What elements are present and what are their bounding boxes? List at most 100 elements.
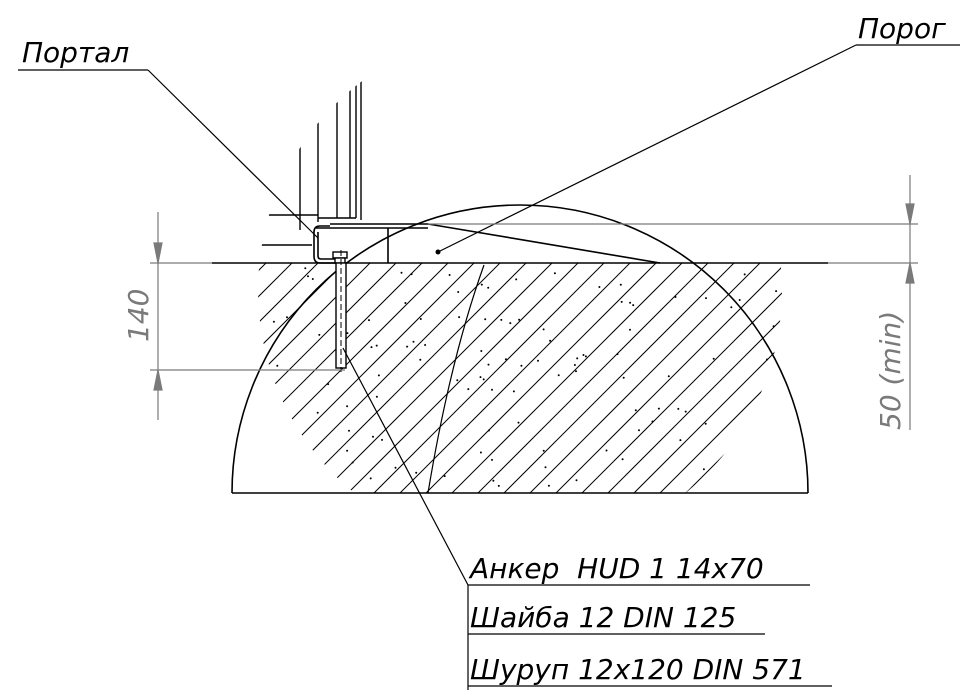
aggregate-dot (232, 348, 234, 350)
hatch-line (0, 263, 214, 503)
aggregate-dot (272, 320, 275, 323)
aggregate-dot (304, 267, 307, 270)
aggregate-dot (491, 458, 493, 461)
aggregate-dot (822, 389, 824, 391)
hatch-line (258, 263, 371, 493)
hatch-line (467, 263, 709, 493)
aggregate-dot (705, 297, 707, 300)
aggregate-dot (537, 359, 539, 362)
aggregate-dot (251, 272, 253, 274)
aggregate-dot (629, 328, 631, 331)
hatch-line (727, 263, 782, 493)
aggregate-dot (763, 425, 766, 428)
aggregate-dot (575, 479, 578, 482)
aggregate-dot (487, 363, 490, 366)
hatch-line (337, 263, 579, 493)
aggregate-dot (582, 354, 585, 356)
aggregate-dot (222, 353, 224, 355)
aggregate-dot (549, 339, 552, 342)
aggregate-dot (704, 422, 707, 425)
portal-profile (313, 225, 389, 264)
aggregate-dot (702, 468, 705, 471)
hatch-line (0, 263, 240, 503)
aggregate-dot (346, 405, 349, 408)
detail-boundary-arc (231, 204, 809, 494)
aggregate-dot (657, 407, 660, 410)
aggregate-dot (667, 375, 670, 378)
aggregate-dot (346, 449, 349, 452)
aggregate-dot (621, 458, 624, 461)
aggregate-dot (467, 388, 470, 391)
aggregate-dot (497, 484, 500, 487)
hatch-line (389, 263, 631, 493)
hatch-line (285, 263, 527, 493)
hatch-line (0, 263, 136, 503)
anchor-spec: Анкер HUD 1 14x70 (468, 552, 764, 585)
aggregate-dot (622, 376, 625, 379)
aggregate-dot (788, 403, 790, 405)
concrete-seam (427, 264, 485, 494)
aggregate-dot (377, 374, 380, 377)
aggregate-dot (584, 355, 587, 358)
hatch-line (675, 263, 782, 493)
aggregate-dot (351, 461, 354, 464)
aggregate-dot (638, 429, 640, 432)
aggregate-dot (738, 299, 741, 301)
aggregate-dot (674, 296, 677, 298)
aggregate-dot (779, 416, 782, 419)
aggregate-dot (252, 282, 254, 284)
aggregate-dot (297, 437, 300, 439)
aggregate-dot (308, 483, 310, 486)
aggregate-dot (346, 332, 349, 335)
hatch-line (571, 263, 782, 493)
aggregate-dot (542, 328, 545, 331)
hatch-line (493, 263, 735, 493)
hatch-line (623, 263, 782, 493)
aggregate-dot (811, 309, 813, 311)
aggregate-dot (204, 346, 206, 348)
aggregate-dot (573, 364, 576, 366)
aggregate-dot (375, 344, 378, 347)
aggregate-dot (419, 358, 422, 361)
aggregate-dot (598, 286, 601, 288)
hatch-line (363, 263, 605, 493)
aggregate-dot (730, 306, 733, 309)
hatch-line (649, 263, 782, 493)
aggregate-dot (810, 339, 812, 341)
threshold-label: Порог (858, 12, 946, 45)
hatch-line (258, 263, 475, 493)
aggregate-dot (629, 301, 632, 304)
aggregate-dot (327, 383, 330, 386)
aggregate-dot (311, 278, 314, 280)
aggregate-dot (766, 358, 768, 361)
aggregate-dot (258, 484, 259, 487)
hatch-line (259, 263, 501, 493)
aggregate-dot (677, 407, 680, 410)
washer-spec: Шайба 12 DIN 125 (470, 601, 736, 634)
aggregate-dot (248, 461, 250, 463)
aggregate-dot (415, 471, 418, 474)
aggregate-dot (712, 357, 715, 360)
aggregate-dot (766, 475, 769, 478)
aggregate-dot (215, 301, 217, 303)
aggregate-dot (456, 379, 459, 382)
aggregate-dot (400, 271, 403, 274)
hatch-line (597, 263, 782, 493)
aggregate-dot (815, 401, 817, 403)
aggregate-dot (634, 409, 637, 412)
aggregate-dot (348, 429, 350, 432)
aggregate-dot (369, 477, 372, 480)
aggregate-dot (410, 273, 413, 276)
aggregate-dot (517, 421, 520, 424)
hatch-line (258, 263, 423, 493)
hatch-line (258, 263, 345, 493)
aggregate-dot (286, 316, 288, 319)
aggregate-dot (480, 350, 483, 352)
aggregate-dot (479, 451, 482, 454)
hatch-line (258, 263, 397, 493)
aggregate-dot (412, 340, 415, 343)
screw-spec: Шуруп 12x120 DIN 571 (470, 653, 806, 686)
aggregate-dot (748, 480, 751, 482)
aggregate-dot (406, 345, 409, 348)
